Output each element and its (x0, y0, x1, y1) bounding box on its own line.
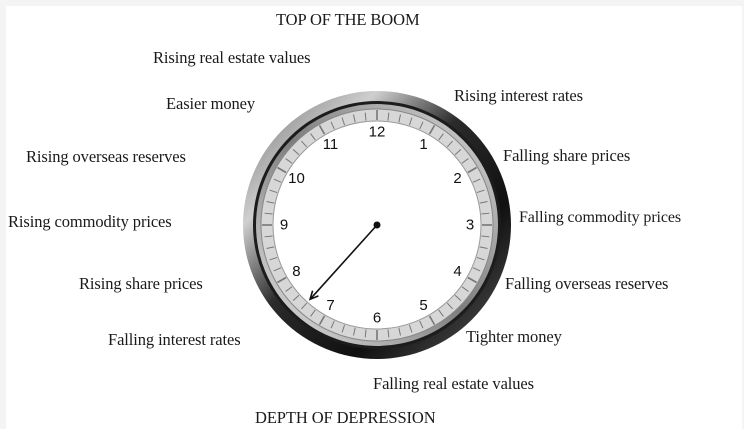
tick-mark (341, 324, 346, 333)
clock-numeral: 3 (466, 217, 474, 234)
tick-mark (266, 201, 275, 204)
tick-mark (292, 294, 300, 301)
tick-mark (479, 201, 488, 204)
clock-hand (309, 224, 378, 300)
tick-mark (398, 114, 401, 123)
label-easier-money: Easier money (166, 94, 256, 113)
tick-mark (364, 329, 367, 338)
tick-mark (461, 286, 469, 292)
clock-numeral: 9 (280, 217, 288, 234)
tick-mark (341, 117, 346, 126)
clock-numeral: 8 (292, 263, 300, 280)
tick-mark (419, 121, 424, 130)
tick-mark (330, 320, 335, 329)
label-rising-real-estate: Rising real estate values (153, 48, 311, 67)
clock-numeral: 12 (369, 124, 386, 141)
tick-mark (269, 189, 278, 194)
label-falling-share-prices: Falling share prices (503, 146, 631, 165)
tick-mark (461, 158, 469, 164)
tick-mark (428, 315, 436, 325)
tick-mark (364, 112, 367, 121)
tick-mark (467, 166, 477, 174)
tick-mark (419, 320, 424, 329)
label-falling-overseas-reserves: Falling overseas reserves (505, 274, 669, 293)
label-rising-overseas-reserves: Rising overseas reserves (26, 147, 186, 166)
tick-mark (330, 121, 335, 130)
tick-mark (353, 327, 356, 336)
clock-numeral: 5 (419, 297, 427, 314)
clock-numeral: 7 (326, 297, 334, 314)
tick-mark (454, 294, 462, 301)
tick-mark (301, 302, 308, 310)
tick-mark (428, 125, 436, 135)
tick-mark (292, 149, 300, 156)
tick-mark (408, 117, 413, 126)
label-falling-real-estate: Falling real estate values (373, 374, 534, 393)
tick-mark (264, 212, 273, 215)
clock-minute-ticks (262, 110, 492, 340)
tick-mark (318, 125, 326, 135)
clock-numeral: 2 (453, 170, 461, 187)
tick-mark (387, 329, 390, 338)
clock-hand-arrowhead (308, 290, 319, 301)
tick-mark (310, 309, 316, 317)
tick-mark (301, 140, 308, 148)
tick-mark (398, 327, 401, 336)
tick-mark (387, 112, 390, 121)
label-falling-interest-rates: Falling interest rates (108, 330, 241, 349)
tick-mark (472, 267, 481, 272)
label-tighter-money: Tighter money (466, 327, 562, 346)
tick-mark (269, 256, 278, 261)
tick-mark (454, 149, 462, 156)
tick-mark (446, 140, 453, 148)
clock-center-pivot (373, 221, 381, 229)
tick-mark (476, 189, 485, 194)
label-falling-commodity-prices: Falling commodity prices (519, 209, 682, 226)
tick-mark (266, 246, 275, 249)
tick-mark (467, 276, 477, 284)
tick-mark (264, 235, 273, 238)
tick-mark (318, 315, 326, 325)
clock-numeral: 4 (453, 263, 461, 280)
label-rising-interest-rates: Rising interest rates (454, 86, 583, 105)
tick-mark (285, 158, 293, 164)
clock-numeral: 11 (323, 136, 339, 153)
clock-numeral: 10 (288, 170, 305, 187)
label-rising-commodity-prices: Rising commodity prices (8, 212, 172, 231)
tick-mark (273, 178, 282, 183)
depth-of-depression-title: DEPTH OF DEPRESSION (255, 408, 436, 427)
label-rising-share-prices: Rising share prices (79, 274, 203, 293)
tick-mark (446, 302, 453, 310)
tick-mark (472, 178, 481, 183)
tick-mark (277, 276, 287, 284)
tick-mark (277, 166, 287, 174)
tick-mark (408, 324, 413, 333)
tick-mark (310, 133, 316, 141)
tick-mark (481, 235, 490, 238)
tick-mark (438, 133, 444, 141)
tick-mark (481, 212, 490, 215)
tick-mark (285, 286, 293, 292)
clock-numeral: 6 (373, 310, 381, 327)
top-of-boom-title: TOP OF THE BOOM (276, 10, 420, 29)
tick-mark (479, 246, 488, 249)
tick-mark (476, 256, 485, 261)
tick-mark (273, 267, 282, 272)
tick-mark (438, 309, 444, 317)
tick-mark (353, 114, 356, 123)
clock-numeral: 1 (419, 136, 427, 153)
